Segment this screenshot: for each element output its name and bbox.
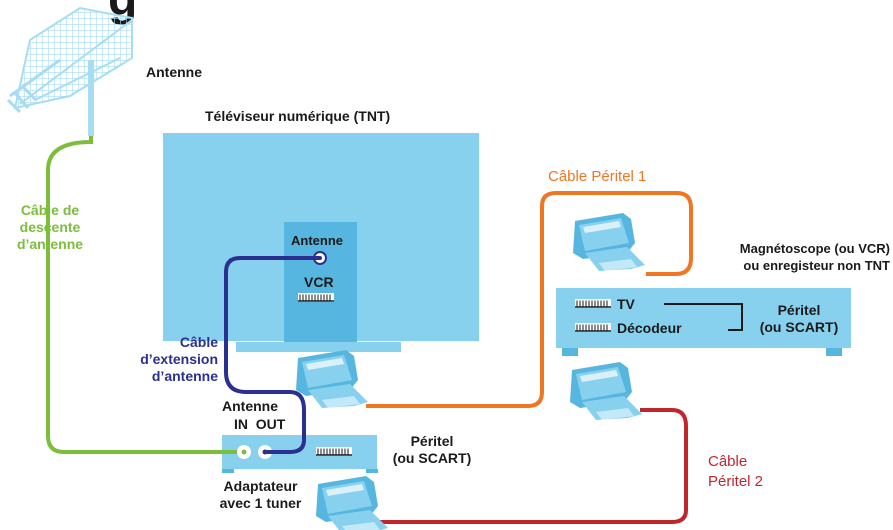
adapter-antenna-label: Antenne xyxy=(222,398,278,414)
peritel-adapter-label: Péritel (ou SCART) xyxy=(392,433,472,466)
cable-peritel-2-label: Câble Péritel 2 xyxy=(708,453,764,490)
cable-extension-antenne xyxy=(224,256,320,454)
scart-plug-adapter xyxy=(316,476,388,530)
vcr-decodeur-label: Décodeur xyxy=(617,320,682,336)
adapter-in-out-label: IN OUT xyxy=(234,416,286,432)
adapter-name-label: Adaptateur avec 1 tuner xyxy=(219,478,302,511)
tv-antenna-port-label: Antenne xyxy=(291,233,343,248)
cable-descente-label: Câble de descente d’antenne xyxy=(16,202,84,252)
vcr-icon xyxy=(556,288,851,356)
cable-peritel-2 xyxy=(372,408,688,524)
vcr-tv-label: TV xyxy=(617,296,635,312)
cable-extension-label: Câble d’extension d’antenne xyxy=(140,334,218,384)
cable-peritel-1-label: Câble Péritel 1 xyxy=(548,168,647,185)
scart-plug-vcr-top xyxy=(573,213,645,271)
scart-plug-vcr-bottom xyxy=(570,362,642,420)
adapter-icon xyxy=(222,435,378,473)
vcr-name-label: Magnétoscope (ou VCR) ou enregisteur non… xyxy=(739,241,890,273)
tv-icon xyxy=(163,133,479,352)
cable-peritel-1 xyxy=(366,191,693,408)
tv-vcr-port-label: VCR xyxy=(304,274,334,290)
peritel-vcr-label: Péritel (ou SCART) xyxy=(759,302,839,335)
antenna-icon xyxy=(6,6,133,136)
antenna-label: Antenne xyxy=(146,64,202,80)
scart-plug-tv xyxy=(296,350,368,408)
tv-title: Téléviseur numérique (TNT) xyxy=(205,108,391,124)
cable-descente-antenne xyxy=(46,136,237,454)
